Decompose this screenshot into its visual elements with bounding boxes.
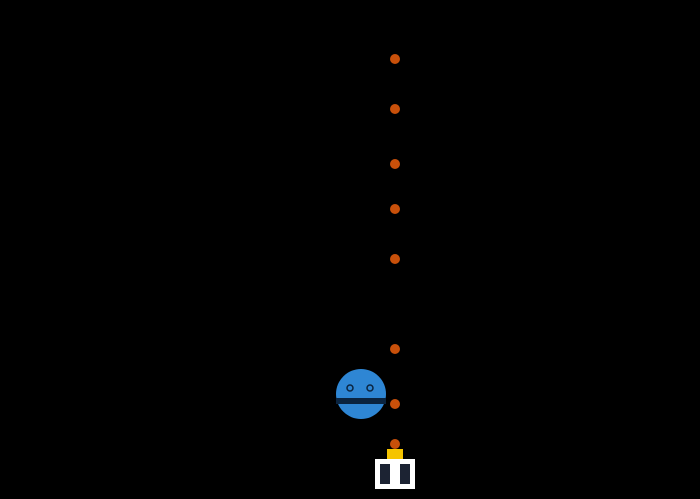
turret-ship-icon[interactable] [375,449,415,489]
bullet [390,159,400,169]
bullet [390,399,400,409]
blue-ball-enemy-icon [336,369,386,419]
bullet [390,344,400,354]
bullet [390,104,400,114]
bullet [390,204,400,214]
bullet [390,439,400,449]
bullet [390,54,400,64]
bullet [390,254,400,264]
